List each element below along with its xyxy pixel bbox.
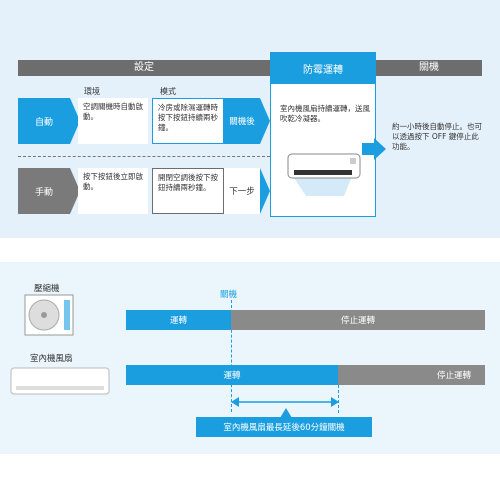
indoor-unit-small-illustration: [10, 367, 110, 395]
to-off-arrow: [362, 138, 386, 160]
manual-arrow-2: [260, 168, 270, 214]
indoor-fan-label: 室內機風扇: [30, 354, 73, 364]
off-marker-line: [231, 300, 232, 412]
header-setting: 設定: [18, 60, 270, 76]
delay-pointer: [280, 408, 292, 418]
header-off: 關機: [376, 60, 482, 76]
anti-mildew-text: 室內機風扇持續運轉，送風吹乾冷凝器。: [280, 104, 370, 123]
compressor-illustration: [24, 294, 74, 336]
fan-stopped-bar: 停止運轉: [338, 365, 485, 385]
auto-env-text: 空調關機時自動啟動。: [78, 98, 148, 144]
indoor-unit-illustration: [287, 153, 361, 196]
row-divider: [18, 156, 270, 157]
compressor-label: 壓縮機: [34, 284, 60, 294]
auto-action: 關機後: [224, 98, 260, 144]
fan-stop-line: [338, 385, 339, 413]
anti-mildew-title: 防霉運轉: [270, 52, 376, 84]
label-environment: 環境: [84, 87, 100, 96]
label-mode: 模式: [160, 87, 176, 96]
auto-label: 自動: [18, 98, 70, 144]
manual-arrow-1: [70, 168, 80, 214]
delay-note: 室內機風扇最長延後60分鐘關機: [196, 417, 372, 437]
manual-label: 手動: [18, 168, 70, 214]
auto-arrow-1: [70, 98, 80, 144]
off-marker-label: 關機: [220, 290, 238, 300]
compressor-running-bar: 運轉: [126, 310, 231, 330]
auto-mode-text: 冷房或除濕運轉時按下按鈕持續兩秒鐘。: [152, 98, 224, 144]
fan-running-bar: 運轉: [126, 365, 338, 385]
manual-env-text: 按下按鈕後立即啟動。: [78, 168, 148, 214]
off-text: 約一小時後自動停止。也可以透過按下 OFF 鍵停止此功能。: [392, 122, 482, 151]
manual-mode-text: 開閉空調後按下按鈕持續兩秒鐘。: [152, 168, 224, 214]
manual-action: 下一步: [224, 168, 260, 214]
auto-arrow-2: [260, 98, 270, 144]
compressor-stopped-bar: 停止運轉: [231, 310, 485, 330]
delay-double-arrow: [231, 397, 339, 407]
